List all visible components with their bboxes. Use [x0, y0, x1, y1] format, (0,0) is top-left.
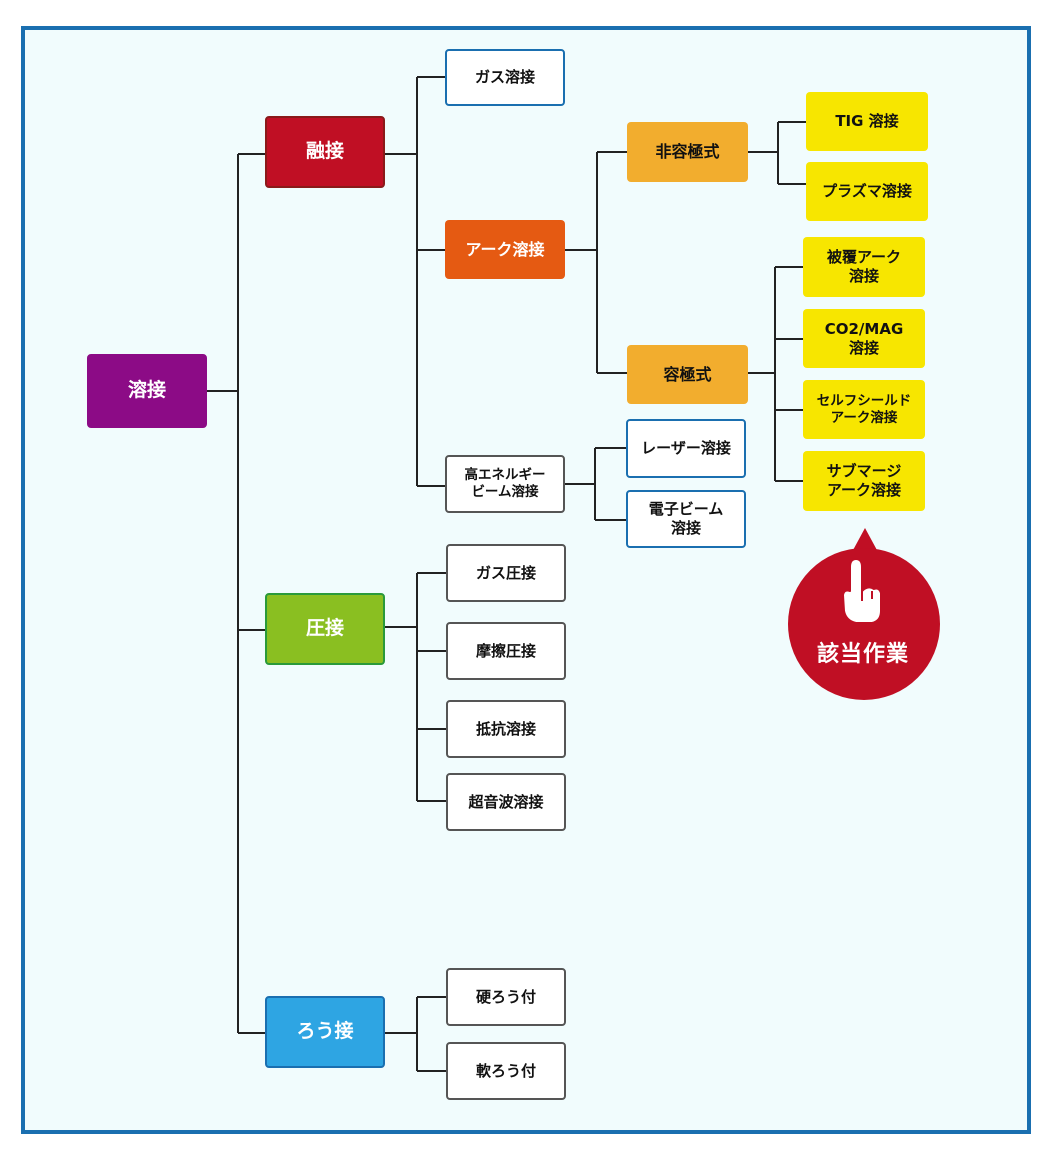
node-co2-mag-welding: CO2/MAG 溶接 [803, 309, 925, 368]
node-laser-welding: レーザー溶接 [626, 419, 746, 478]
node-tig-welding: TIG 溶接 [806, 92, 928, 151]
node-consumable-electrode: 容極式 [627, 345, 748, 404]
node-pressure-welding: 圧接 [265, 593, 385, 665]
node-electron-beam-welding: 電子ビーム 溶接 [626, 490, 746, 548]
node-gas-pressure-welding: ガス圧接 [446, 544, 566, 602]
node-fusion-welding: 融接 [265, 116, 385, 188]
node-ultrasonic-welding: 超音波溶接 [446, 773, 566, 831]
node-friction-welding: 摩擦圧接 [446, 622, 566, 680]
node-gas-welding: ガス溶接 [445, 49, 565, 106]
node-high-energy-beam-welding: 高エネルギー ビーム溶接 [445, 455, 565, 513]
applicable-work-callout [788, 528, 940, 700]
node-shielded-metal-arc-welding: 被覆アーク 溶接 [803, 237, 925, 297]
node-soft-soldering: 軟ろう付 [446, 1042, 566, 1100]
node-brazing: ろう接 [265, 996, 385, 1068]
node-non-consumable-electrode: 非容極式 [627, 122, 748, 182]
pointing-hand-icon [842, 558, 882, 624]
node-hard-brazing: 硬ろう付 [446, 968, 566, 1026]
node-submerged-arc-welding: サブマージ アーク溶接 [803, 451, 925, 511]
node-arc-welding: アーク溶接 [445, 220, 565, 279]
callout-label: 該当作業 [816, 642, 909, 667]
node-self-shielded-arc-welding: セルフシールド アーク溶接 [803, 380, 925, 439]
node-welding-root: 溶接 [87, 354, 207, 428]
node-plasma-welding: プラズマ溶接 [806, 162, 928, 221]
node-resistance-welding: 抵抗溶接 [446, 700, 566, 758]
